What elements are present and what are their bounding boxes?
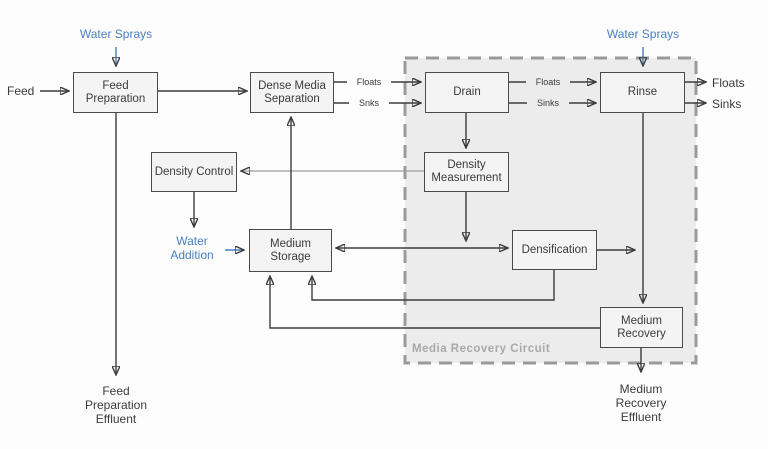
node-feed-preparation: Feed Preparation xyxy=(73,72,158,113)
node-medium-recovery-label: Medium Recovery xyxy=(617,314,666,340)
node-drain-label: Drain xyxy=(453,86,481,98)
node-densification-label: Densification xyxy=(521,243,588,256)
edge-densification-return-to-medium-storage xyxy=(312,270,555,301)
sinks-output-label: Sinks xyxy=(712,97,742,111)
node-medium-storage: Medium Storage xyxy=(249,229,332,272)
water-addition-label: Water Addition xyxy=(170,234,214,262)
feed-preparation-effluent-label: Feed Preparation Effluent xyxy=(84,384,148,426)
drain-rinse-sinks-edge-label: Sinks xyxy=(527,98,569,108)
node-feed-preparation-label: Feed Preparation xyxy=(85,79,146,105)
node-density-measurement-label: Density Measurement xyxy=(431,159,502,184)
node-rinse: Rinse xyxy=(600,72,685,113)
node-drain: Drain xyxy=(425,72,509,113)
dms-drain-floats-edge-label: Floats xyxy=(347,77,391,87)
feed-input-label: Feed xyxy=(7,84,35,98)
medium-recovery-effluent-label: Medium Recovery Effluent xyxy=(615,382,667,424)
dms-drain-sinks-edge-label: Snks xyxy=(349,98,389,108)
node-medium-recovery: Medium Recovery xyxy=(600,307,683,348)
node-density-measurement: Density Measurement xyxy=(424,152,509,192)
node-dense-media-separation-label: Dense Media Separation xyxy=(258,79,326,105)
node-medium-storage-label: Medium Storage xyxy=(270,237,311,263)
water-sprays-feed-label: Water Sprays xyxy=(79,27,153,41)
node-density-control: Density Control xyxy=(151,152,237,192)
water-sprays-rinse-label: Water Sprays xyxy=(606,27,680,41)
node-densification: Densification xyxy=(512,230,597,270)
node-rinse-label: Rinse xyxy=(627,86,658,98)
node-dense-media-separation: Dense Media Separation xyxy=(250,72,334,113)
floats-output-label: Floats xyxy=(712,76,745,90)
media-recovery-circuit-label: Media Recovery Circuit xyxy=(412,343,551,355)
edge-medium-recovery-to-medium-storage xyxy=(270,277,600,329)
node-density-control-label: Density Control xyxy=(154,165,234,178)
drain-rinse-floats-edge-label: Floats xyxy=(526,77,570,87)
